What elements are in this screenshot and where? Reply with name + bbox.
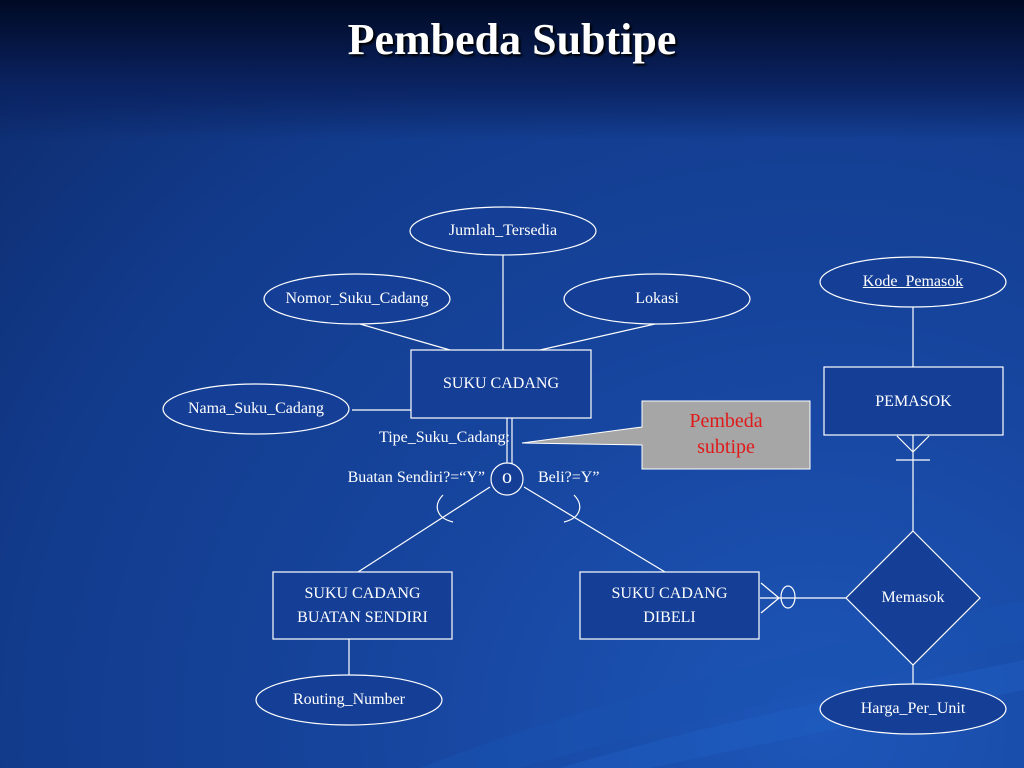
crowfoot-dibeli-bottom	[760, 597, 780, 614]
relationship-memasok-label: Memasok	[881, 589, 945, 606]
slide-title: Pembeda Subtipe	[347, 15, 677, 64]
entity-buatan-sendiri-label-1: SUKU CADANG	[304, 585, 421, 602]
entity-suku-cadang	[410, 349, 592, 419]
attr-nomor-suku-cadang	[263, 273, 451, 325]
attr-lokasi	[563, 273, 751, 325]
crowfoot-dibeli-top	[760, 582, 780, 599]
attr-harga-per-unit-label: Harga_Per_Unit	[860, 700, 966, 717]
relationship-memasok	[845, 530, 981, 666]
line-nomor-suku-cadang	[359, 323, 451, 351]
slide-header-band	[0, 0, 1024, 140]
crowfoot-pemasok-left	[896, 435, 914, 453]
condition-buatan-sendiri: Buatan Sendiri?=“Y”	[347, 469, 485, 486]
attr-nama-suku-cadang-label: Nama_Suku_Cadang	[188, 400, 324, 417]
entity-dibeli	[579, 571, 760, 640]
attr-jumlah-tersedia-label: Jumlah_Tersedia	[448, 222, 558, 239]
entity-suku-cadang-label: SUKU CADANG	[442, 375, 559, 392]
attr-jumlah-tersedia	[409, 206, 597, 256]
callout-line-1: Pembeda	[689, 410, 763, 432]
attr-routing-number-label: Routing_Number	[293, 691, 405, 708]
zero-symbol-dibeli	[780, 585, 796, 609]
attr-routing-number	[255, 674, 443, 726]
crowfoot-pemasok-right	[912, 435, 930, 453]
callout-box	[521, 400, 811, 470]
attr-lokasi-label: Lokasi	[635, 290, 679, 307]
entity-buatan-sendiri	[272, 571, 453, 640]
entity-dibeli-label-2: DIBELI	[643, 609, 696, 626]
callout-line-2: subtipe	[697, 436, 755, 458]
entity-pemasok	[823, 366, 1004, 436]
entity-dibeli-label-1: SUKU CADANG	[611, 585, 728, 602]
attr-nomor-suku-cadang-label: Nomor_Suku_Cadang	[285, 290, 429, 307]
attr-kode-pemasok	[819, 256, 1007, 308]
overlap-symbol: o	[502, 466, 512, 488]
subset-arc-left	[436, 494, 454, 523]
discriminator-label: Tipe_Suku_Cadang:	[379, 429, 510, 446]
subset-arc-right	[563, 494, 581, 523]
condition-beli: Beli?=Y”	[538, 469, 600, 486]
attr-harga-per-unit	[819, 683, 1007, 735]
entity-buatan-sendiri-label-2: BUATAN SENDIRI	[297, 609, 428, 626]
line-lokasi	[539, 323, 656, 351]
callout-text: Pembeda subtipe	[642, 408, 810, 460]
attr-kode-pemasok-label: Kode_Pemasok	[862, 273, 964, 290]
attr-nama-suku-cadang	[162, 383, 350, 435]
overlap-circle	[490, 462, 524, 496]
line-to-buatan-sendiri	[357, 486, 491, 573]
entity-pemasok-label: PEMASOK	[875, 393, 952, 410]
line-to-dibeli	[523, 486, 666, 573]
